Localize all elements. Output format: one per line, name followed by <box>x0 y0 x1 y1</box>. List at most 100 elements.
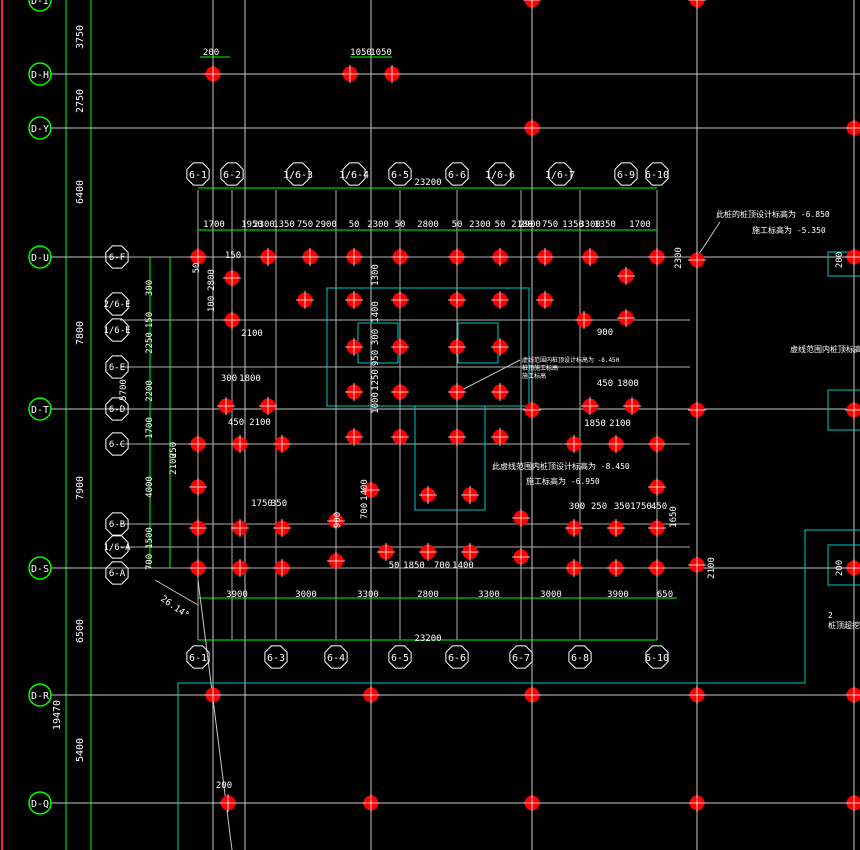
dimension-text: 150 <box>145 312 155 328</box>
dimension-text: 2200 <box>145 380 155 402</box>
pile-marker <box>231 559 249 577</box>
note-construction-elevation: 施工标高为 -5.350 <box>752 225 826 235</box>
left-dim-text: 7900 <box>75 476 86 500</box>
pile-marker <box>536 291 554 309</box>
pile-marker <box>391 248 409 266</box>
svg-text:6-D: 6-D <box>109 405 125 415</box>
axis-bubble-d-u: D-U <box>28 245 52 269</box>
pile-marker <box>391 383 409 401</box>
pile-marker <box>189 435 207 453</box>
svg-text:6-A: 6-A <box>109 569 126 579</box>
dimension-text: 750 <box>297 220 313 230</box>
note-small-3: 施工标高 <box>522 372 546 380</box>
svg-text:6-C: 6-C <box>109 440 125 450</box>
svg-text:6-E: 6-E <box>109 363 125 373</box>
left-dim-text: 3750 <box>75 25 86 49</box>
side-axis-bubble: 6-F <box>105 245 129 269</box>
dimension-text: 950 <box>371 350 381 366</box>
dimension-text: 2100 <box>511 220 533 230</box>
pile-marker <box>223 269 241 287</box>
pile-marker <box>189 248 207 266</box>
axis-bubble-d-h: D-H <box>28 62 52 86</box>
note-partial-1: 2 <box>828 611 833 620</box>
pile-marker <box>512 509 530 527</box>
dimension-text: 1650 <box>669 506 679 528</box>
left-dim-text: 6400 <box>75 180 86 204</box>
pile-marker <box>491 428 509 446</box>
top-axis-bubble: 1/6-4 <box>339 162 369 186</box>
svg-text:D-T: D-T <box>31 405 49 416</box>
svg-text:1/6-E: 1/6-E <box>103 326 130 336</box>
axis-bubble-d-t: D-T <box>28 397 52 421</box>
pile-marker <box>345 383 363 401</box>
dimension-text: 3900 <box>607 590 629 600</box>
pile-marker <box>648 435 666 453</box>
svg-text:D-U: D-U <box>31 253 49 264</box>
dimension-text: 2300 <box>253 220 275 230</box>
side-axis-bubble: 6-B <box>105 512 129 536</box>
svg-text:6-5: 6-5 <box>391 170 409 181</box>
svg-text:6-10: 6-10 <box>645 170 669 181</box>
note-small-1: 虚线范围内桩顶设计标高为 -8.450 <box>522 356 620 364</box>
dimension-text: 150 <box>225 251 241 261</box>
dimension-text: 2800 <box>417 220 439 230</box>
note-dashed-frame: 虚线范围内桩顶标高 <box>790 344 860 354</box>
dimension-text: 700 <box>145 554 155 570</box>
pile-markers <box>189 0 860 812</box>
dimension-text: 4000 <box>145 476 155 498</box>
pile-marker <box>845 794 860 812</box>
axis-bubble-d-s: D-S <box>28 556 52 580</box>
pile-marker <box>581 248 599 266</box>
dimension-text: 650 <box>657 590 673 600</box>
pile-marker <box>189 519 207 537</box>
pile-marker <box>523 794 541 812</box>
pile-marker <box>845 559 860 577</box>
axis-bubble-d-r: D-R <box>28 683 52 707</box>
note-dashed-area-elevation: 此虚线范围内桩顶设计标高为 -8.450 <box>492 461 630 471</box>
pile-marker <box>565 519 583 537</box>
side-axis-labels: 6-F2/6-E1/6-E6-E6-D6-C6-B1/6-A6-A <box>103 245 131 585</box>
pile-marker <box>362 686 380 704</box>
pile-marker <box>345 428 363 446</box>
dimension-text: 300 <box>371 329 381 345</box>
left-dim-text: 7800 <box>75 321 86 345</box>
dimension-text: 50 <box>495 220 506 230</box>
pile-marker <box>648 248 666 266</box>
dimension-text: 700 <box>434 561 450 571</box>
pile-marker <box>491 248 509 266</box>
bottom-axis-bubble: 6-4 <box>324 645 348 669</box>
dimension-text: 1050 <box>370 48 392 58</box>
dimension-text: 3900 <box>226 590 248 600</box>
pile-marker <box>448 248 466 266</box>
dimension-text: 1500 <box>145 527 155 549</box>
dimension-text: 1800 <box>617 379 639 389</box>
pile-marker <box>327 552 345 570</box>
bottom-axis-bubble: 6-3 <box>264 645 288 669</box>
pile-marker <box>523 401 541 419</box>
dimension-text: 450 <box>228 418 244 428</box>
pile-marker <box>536 248 554 266</box>
svg-text:6-4: 6-4 <box>327 653 345 664</box>
pile-marker <box>461 543 479 561</box>
dimension-text: 300 <box>221 374 237 384</box>
pile-marker <box>581 397 599 415</box>
pile-marker <box>391 428 409 446</box>
svg-text:1/6-7: 1/6-7 <box>545 170 575 181</box>
svg-text:D-S: D-S <box>31 564 49 575</box>
pile-marker <box>219 794 237 812</box>
dimension-text: 3300 <box>357 590 379 600</box>
pile-marker <box>523 686 541 704</box>
dimension-text: 450 <box>651 502 667 512</box>
svg-text:1/6-6: 1/6-6 <box>485 170 515 181</box>
bottom-axis-bubble: 6-1 <box>186 645 210 669</box>
svg-text:6-9: 6-9 <box>617 170 635 181</box>
dimension-text: 2800 <box>207 269 217 291</box>
dimension-text: 50 <box>349 220 360 230</box>
svg-text:6-10: 6-10 <box>645 653 669 664</box>
pile-marker <box>648 478 666 496</box>
side-axis-bubble: 6-D <box>105 397 129 421</box>
pile-marker <box>648 519 666 537</box>
